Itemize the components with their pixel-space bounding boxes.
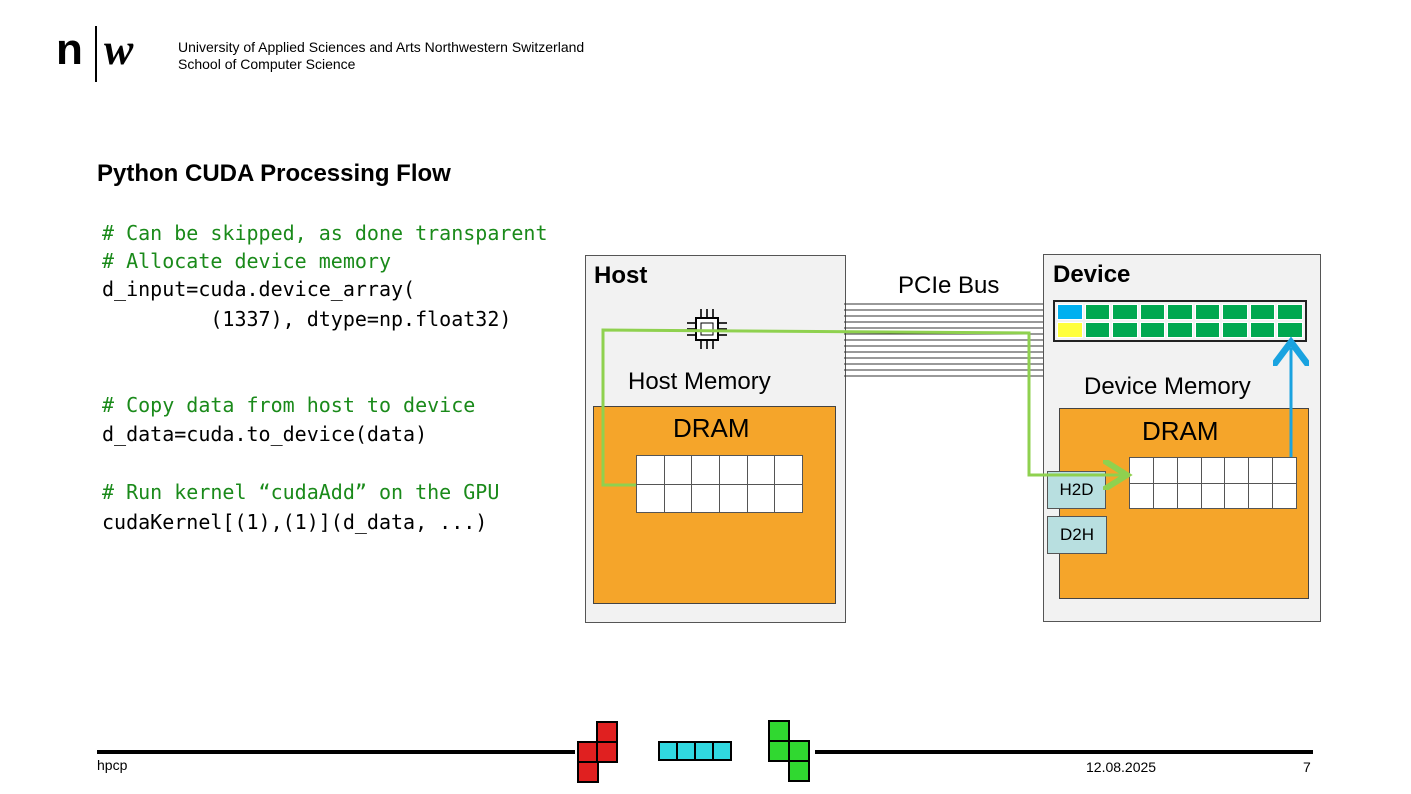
device-memory-grid [1129,457,1297,509]
gpu-cores-grid [1053,300,1307,342]
code-line-7: # Run kernel “cudaAdd” on the GPU [102,480,500,504]
code-line-8: cudaKernel[(1),(1)](d_data, ...) [102,510,488,534]
code-line-1: # Can be skipped, as done transparent [102,221,548,245]
code-line-4: (1337), dtype=np.float32) [102,307,512,331]
footer-date: 12.08.2025 [1086,759,1157,775]
d2h-engine: D2H [1047,516,1107,554]
h2d-engine: H2D [1047,471,1106,509]
institution-text: University of Applied Sciences and Arts … [178,39,584,73]
host-memory-label: Host Memory [628,368,771,395]
code-line-3: d_input=cuda.device_array( [102,277,416,301]
code-line-2: # Allocate device memory [102,249,391,273]
code-line-5: # Copy data from host to device [102,393,476,417]
host-to-device-path [601,328,1124,485]
logo-n: n [56,25,83,74]
device-memory-label: Device Memory [1084,373,1251,400]
code-line-6: d_data=cuda.to_device(data) [102,422,428,446]
tetris-blocks-icon [575,718,815,784]
pcie-bus-label: PCIe Bus [898,272,1000,299]
pcie-bus-lines [844,303,1044,377]
host-dram-label: DRAM [673,413,750,443]
school-name: School of Computer Science [178,56,356,72]
slide-title: Python CUDA Processing Flow [97,160,451,187]
host-title: Host [594,262,648,289]
device-dram-label: DRAM [1142,416,1219,446]
footer-page-number: 7 [1303,759,1311,775]
logo-divider [95,26,97,82]
device-title: Device [1053,261,1131,288]
footer-course: hpcp [97,757,128,773]
cpu-chip-icon [687,309,727,349]
university-name: University of Applied Sciences and Arts … [178,39,585,55]
host-memory-grid [636,455,803,513]
logo-w: w [104,25,134,74]
